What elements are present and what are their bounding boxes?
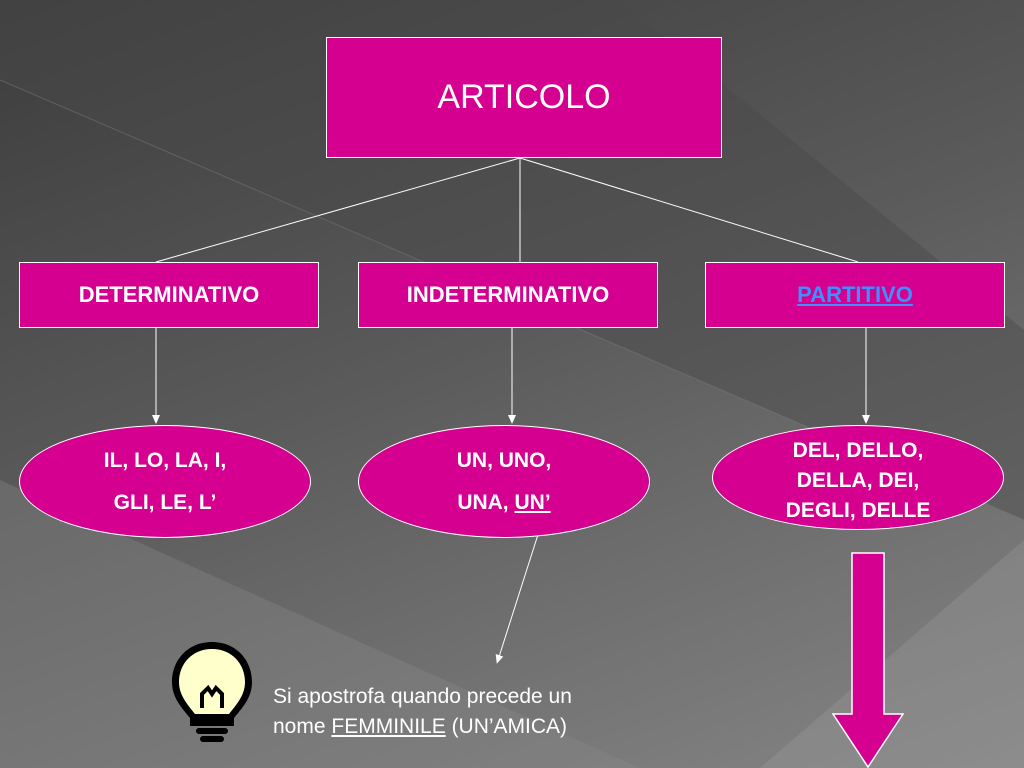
root-label: ARTICOLO [437, 78, 611, 116]
oval-determinativo-articles: IL, LO, LA, I, GLI, LE, L’ [19, 425, 311, 538]
partitivo-link[interactable]: PARTITIVO [797, 282, 913, 307]
oval-line: DELLA, DEI, [796, 468, 920, 492]
oval-line: DEL, DELLO, [792, 438, 924, 462]
category-label-determinativo: DETERMINATIVO [78, 282, 260, 307]
femminile-underlined: FEMMINILE [331, 715, 446, 738]
down-arrow-icon [832, 552, 904, 768]
category-label-indeterminativo: INDETERMINATIVO [406, 282, 610, 307]
oval-line: UNA, UN’ [457, 482, 550, 524]
note-text: Si apostrofa quando precede un nome FEMM… [273, 682, 693, 742]
oval-partitivo-articles: DEL, DELLO, DELLA, DEI, DEGLI, DELLE [712, 425, 1004, 530]
note-prefix: nome [273, 715, 326, 738]
light-bulb-icon [172, 642, 252, 742]
oval-line-prefix: UNA, [457, 490, 509, 514]
note-suffix: (UN’AMICA) [451, 715, 568, 738]
note-line-1: Si apostrofa quando precede un [273, 685, 572, 708]
oval-indeterminativo-articles: UN, UNO, UNA, UN’ [358, 425, 650, 538]
category-indeterminativo: INDETERMINATIVO [358, 262, 658, 328]
category-determinativo: DETERMINATIVO [19, 262, 319, 328]
connector-root-determinativo [155, 157, 521, 263]
oval-line: DEGLI, DELLE [785, 498, 931, 522]
arrow-un-apostrophe-note [495, 521, 543, 664]
oval-line: IL, LO, LA, I, [103, 448, 227, 472]
connector-root-partitivo [519, 157, 859, 263]
oval-line: UN, UNO, [456, 448, 552, 472]
un-apostrophe-link[interactable]: UN’ [514, 490, 551, 514]
note-line-2: nome FEMMINILE (UN’AMICA) [273, 712, 693, 742]
oval-line: GLI, LE, L’ [113, 490, 217, 514]
root-node-articolo: ARTICOLO [326, 37, 722, 158]
category-partitivo[interactable]: PARTITIVO [705, 262, 1005, 328]
